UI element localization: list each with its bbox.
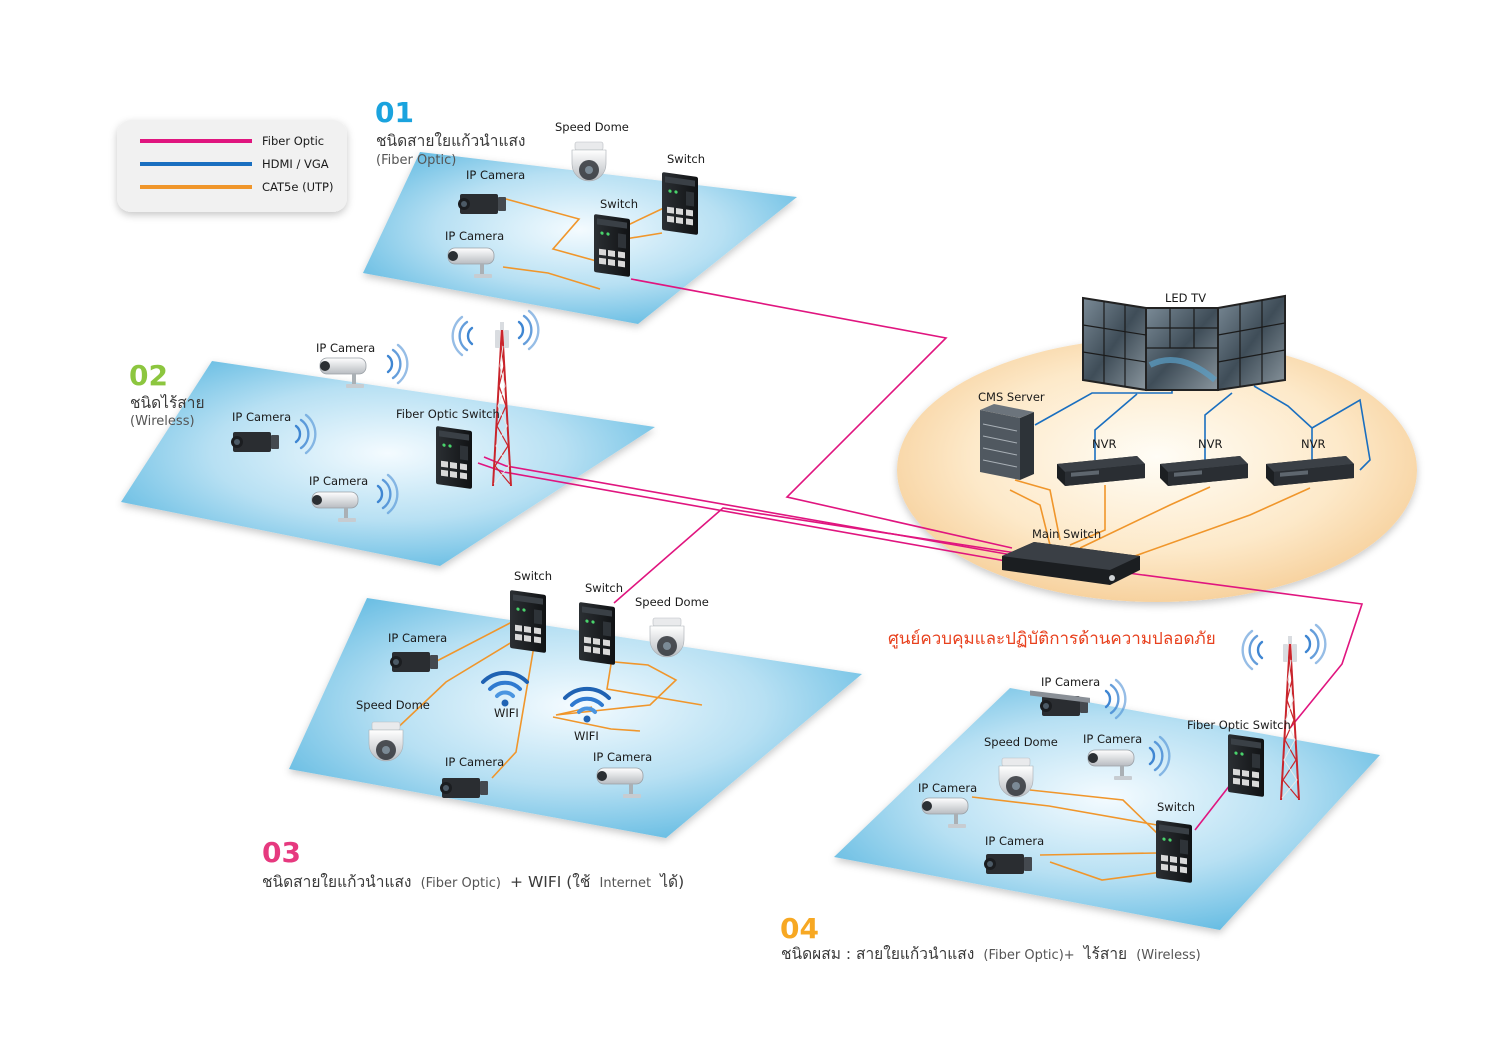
label-speed-dome: Speed Dome <box>356 698 430 712</box>
label-ip-camera: IP Camera <box>309 474 368 488</box>
fiber-optic-switch-icon <box>1228 734 1264 798</box>
wireless-signal-icon <box>451 315 474 357</box>
label-main-switch: Main Switch <box>1032 527 1101 541</box>
zone-03-floor <box>289 598 862 838</box>
zone-04-floor <box>834 688 1380 930</box>
legend-label: HDMI / VGA <box>262 157 329 171</box>
control-center-devices <box>980 294 1354 703</box>
label-switch: Switch <box>600 197 638 211</box>
switch-icon <box>510 590 546 654</box>
switch-icon <box>662 172 698 236</box>
switch-icon <box>1156 820 1192 884</box>
zone-03-heading: 03 ชนิดสายใยแก้วนำแสง (Fiber Optic) + WI… <box>262 836 684 891</box>
label-switch: Switch <box>514 569 552 583</box>
wireless-signal-icon <box>517 309 540 351</box>
zone-02-floor <box>121 361 655 566</box>
label-ip-camera: IP Camera <box>445 755 504 769</box>
wireless-signal-icon <box>386 343 409 385</box>
label-ip-camera: IP Camera <box>445 229 504 243</box>
zone-04-heading: 04 ชนิดผสม : สายใยแก้วนำแสง (Fiber Optic… <box>780 912 1201 963</box>
zone-number: 02 <box>129 359 168 392</box>
zone-title: ชนิดสายใยแก้วนำแสง (Fiber Optic) + WIFI … <box>262 872 684 891</box>
legend-item: CAT5e (UTP) <box>140 180 333 194</box>
switch-icon <box>579 602 615 666</box>
zone-01-heading: 01 ชนิดสายใยแก้วนำแสง (Fiber Optic) <box>375 96 525 168</box>
label-ip-camera: IP Camera <box>232 410 291 424</box>
label-speed-dome: Speed Dome <box>555 120 629 134</box>
label-fiber-optic-switch: Fiber Optic Switch <box>396 407 500 421</box>
device-labels: Speed Dome Switch IP Camera Switch IP Ca… <box>232 120 1325 848</box>
wireless-signal-icon <box>1304 623 1327 665</box>
main-switch-icon <box>1002 542 1140 703</box>
label-wifi: WIFI <box>574 729 599 743</box>
label-ip-camera: IP Camera <box>985 834 1044 848</box>
zone-02-heading: 02 ชนิดไร้สาย (Wireless) <box>129 359 205 429</box>
label-speed-dome: Speed Dome <box>635 595 709 609</box>
label-switch: Switch <box>667 152 705 166</box>
zone-title: ชนิดสายใยแก้วนำแสง <box>376 132 525 150</box>
label-wifi: WIFI <box>494 706 519 720</box>
label-nvr: NVR <box>1092 437 1116 451</box>
zone-number: 03 <box>262 836 301 869</box>
fiber-optic-switch-icon <box>436 426 472 490</box>
zone-title: ชนิดผสม : สายใยแก้วนำแสง (Fiber Optic)+ … <box>781 944 1201 963</box>
zone-subtitle: (Wireless) <box>130 414 195 429</box>
cms-server-icon <box>980 404 1034 480</box>
label-ip-camera: IP Camera <box>593 750 652 764</box>
cat5e-links <box>371 198 1311 881</box>
label-ip-camera: IP Camera <box>1041 675 1100 689</box>
label-led-tv: LED TV <box>1165 291 1206 305</box>
hdmi-vga-links <box>1034 380 1371 471</box>
label-cms-server: CMS Server <box>978 390 1045 404</box>
label-nvr: NVR <box>1198 437 1222 451</box>
label-speed-dome: Speed Dome <box>984 735 1058 749</box>
legend-item: Fiber Optic <box>140 134 324 148</box>
legend-label: Fiber Optic <box>262 134 324 148</box>
zone-subtitle: (Fiber Optic) <box>376 153 456 168</box>
label-ip-camera: IP Camera <box>388 631 447 645</box>
label-ip-camera: IP Camera <box>918 781 977 795</box>
control-center-title: ศูนย์ควบคุมและปฏิบัติการด้านความปลอดภัย <box>888 629 1216 649</box>
label-nvr: NVR <box>1301 437 1325 451</box>
speed-dome-icon <box>998 757 1034 798</box>
led-tv-wall-icon <box>1082 294 1286 392</box>
label-fiber-optic-switch: Fiber Optic Switch <box>1187 718 1291 732</box>
speed-dome-icon <box>368 721 404 762</box>
label-ip-camera: IP Camera <box>466 168 525 182</box>
label-switch: Switch <box>585 581 623 595</box>
zone-number: 01 <box>375 96 414 129</box>
control-center-area <box>897 338 1417 602</box>
label-switch: Switch <box>1157 800 1195 814</box>
label-ip-camera: IP Camera <box>316 341 375 355</box>
legend-item: HDMI / VGA <box>140 157 329 171</box>
zone-number: 04 <box>780 912 819 945</box>
zone-title: ชนิดไร้สาย <box>130 394 205 412</box>
speed-dome-icon <box>649 617 685 658</box>
label-ip-camera: IP Camera <box>1083 732 1142 746</box>
legend-label: CAT5e (UTP) <box>262 180 333 194</box>
speed-dome-icon <box>571 141 607 182</box>
switch-icon <box>594 214 630 278</box>
wireless-signal-icon <box>1241 629 1264 671</box>
